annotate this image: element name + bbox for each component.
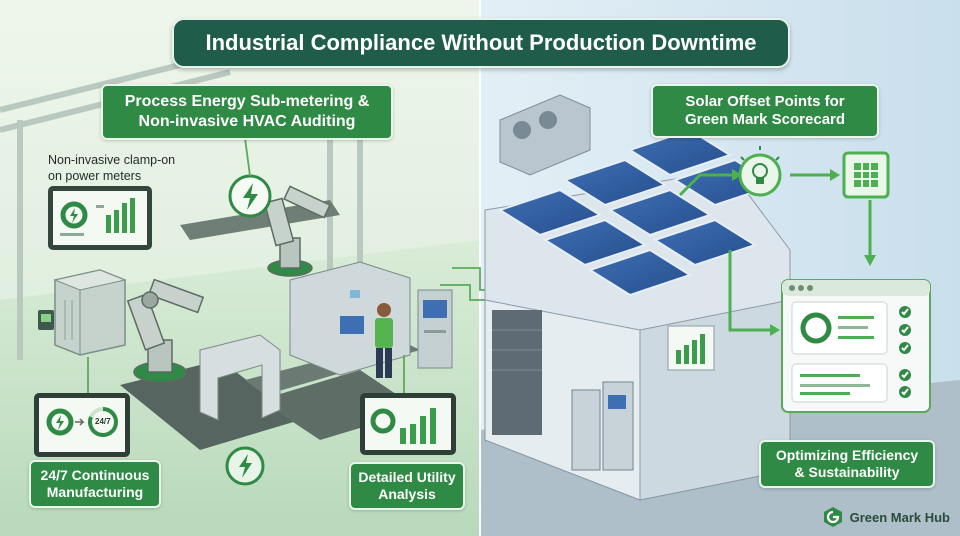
- dashboard-247-label: 24/7: [95, 417, 111, 426]
- meter-cabinets: [571, 381, 634, 471]
- label-optimizing: Optimizing Efficiency & Sustainability: [759, 440, 935, 488]
- label-sub-metering: Process Energy Sub-metering & Non-invasi…: [101, 84, 393, 140]
- label-line: Manufacturing: [46, 484, 144, 500]
- dashboard-247: [34, 393, 130, 457]
- solar-panels: [497, 128, 778, 297]
- robot-arm: [126, 278, 205, 383]
- robot-arm-2: [263, 185, 331, 277]
- brand-name: Green Mark Hub: [849, 509, 950, 525]
- page-title: Industrial Compliance Without Production…: [172, 18, 790, 68]
- control-kiosk: [417, 289, 453, 369]
- lightbulb-icon: [738, 146, 782, 197]
- label-line: & Sustainability: [794, 464, 900, 480]
- flow-arrows: [678, 173, 872, 332]
- tablet-dashboard: [48, 186, 152, 250]
- label-line: Non-invasive HVAC Auditing: [138, 113, 356, 130]
- logo-icon: [823, 507, 842, 527]
- label-line: Process Energy Sub-metering &: [124, 93, 370, 111]
- electrical-cabinet: [38, 269, 127, 356]
- label-line: Detailed Utility: [358, 468, 456, 485]
- label-line: 24/7 Continuous: [40, 466, 150, 483]
- label-line: Green Mark Scorecard: [684, 111, 846, 128]
- label-line: on power meters: [48, 169, 142, 184]
- lightning-icon-floor: [225, 446, 265, 486]
- dashboard-utility: [360, 393, 456, 455]
- label-clamp-on: Non-invasive clamp-on on power meters: [48, 152, 198, 185]
- arrow-heads: [732, 169, 876, 336]
- chart-icon: [667, 325, 715, 371]
- label-line: Non-invasive clamp-on: [48, 153, 176, 167]
- label-solar: Solar Offset Points for Green Mark Score…: [651, 84, 879, 138]
- lightning-icon: [228, 174, 272, 218]
- grid-icon: [842, 151, 890, 199]
- worker-figure: [375, 303, 393, 378]
- label-line: Optimizing Efficiency: [775, 446, 919, 463]
- label-line: Analysis: [378, 486, 436, 502]
- label-utility: Detailed Utility Analysis: [349, 462, 465, 510]
- label-continuous: 24/7 Continuous Manufacturing: [29, 460, 161, 508]
- label-line: Solar Offset Points for: [685, 92, 845, 110]
- brand-logo: Green Mark Hub: [822, 504, 950, 530]
- scorecard-window: [781, 279, 931, 413]
